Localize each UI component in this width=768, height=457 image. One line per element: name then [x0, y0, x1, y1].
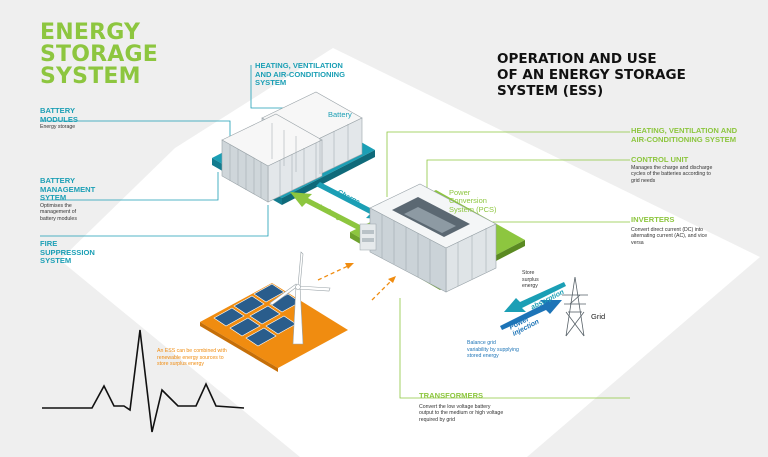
label-pcs: Power Conversion System (PCS) [449, 188, 497, 214]
solar-panels [213, 283, 301, 347]
transformers-desc-1: Convert the low voltage battery [419, 403, 491, 410]
balance-grid-line-1: Balance grid [467, 340, 496, 346]
bms-desc-1: Optimises the [40, 202, 72, 209]
battery-modules-title-2: MODULES [40, 114, 78, 124]
arrowhead-1 [345, 263, 354, 269]
inverters-desc-1: Convert direct current (DC) into [631, 226, 704, 233]
hvac-right-line-2: AIR-CONDITIONING SYSTEM [631, 134, 737, 144]
store-surplus-line-2: surplus [522, 276, 539, 283]
hvac-left-line-2: AND AIR-CONDITIONING [255, 69, 345, 79]
inverters-desc-3: versa [631, 239, 644, 246]
control-unit-title: CONTROL UNIT [631, 155, 689, 164]
title-line-1: ENERGY [40, 20, 141, 45]
label-battery: Battery [328, 110, 352, 119]
label-control-unit: CONTROL UNIT Manages the charge and disc… [631, 155, 713, 184]
heading-line-1: OPERATION AND USE [497, 51, 657, 67]
main-title: ENERGY STORAGE SYSTEM [40, 22, 158, 88]
title-line-3: SYSTEM [40, 64, 141, 89]
fire-title-3: SYSTEM [40, 256, 72, 266]
title-line-2: STORAGE [40, 42, 159, 67]
transformers-desc-2: output to the medium or high voltage [419, 410, 504, 417]
bms-desc-3: battery modules [40, 215, 77, 222]
label-balance-grid: Balance grid variability by supplying st… [467, 340, 519, 360]
label-renewables: An ESS can be combined with renewable en… [157, 348, 227, 368]
hvac-left-line-3: SYSTEM [255, 78, 287, 88]
label-hvac-right: HEATING, VENTILATION AND AIR-CONDITIONIN… [631, 126, 738, 144]
pcs-line-1: Power [449, 188, 471, 197]
transformers-title: TRANSFORMERS [419, 391, 484, 400]
label-transformers: TRANSFORMERS Convert the low voltage bat… [419, 391, 504, 423]
label-inverters: INVERTERS Convert direct current (DC) in… [631, 215, 708, 246]
label-battery-modules: BATTERY MODULES Energy storage [40, 106, 78, 131]
renewables-line-1: An ESS can be combined with [157, 348, 227, 354]
label-hvac-left: HEATING, VENTILATION AND AIR-CONDITIONIN… [255, 61, 345, 88]
battery-containers [221, 91, 363, 203]
bms-title-3: SYTEM [40, 193, 67, 203]
control-unit-desc-3: grid needs [631, 177, 656, 184]
store-surplus-line-3: energy [522, 283, 538, 290]
arrowhead-2 [388, 276, 396, 283]
label-bms: BATTERY MANAGEMENT SYTEM Optimises the m… [40, 176, 96, 223]
bms-desc-2: management of [40, 209, 77, 216]
label-grid: Grid [591, 312, 606, 321]
heartbeat-line [42, 329, 245, 433]
balance-grid-line-3: stored energy [467, 353, 499, 360]
battery-modules-desc: Energy storage [40, 124, 76, 131]
inverters-desc-2: alternating current (AC), and vice [631, 233, 708, 240]
hvac-left-line-1: HEATING, VENTILATION [255, 61, 343, 70]
transformers-desc-3: required by grid [419, 416, 456, 423]
heading-line-3: SYSTEM (ESS) [497, 83, 604, 99]
inverters-title: INVERTERS [631, 215, 675, 224]
renewables-line-3: store surplus energy [157, 361, 204, 368]
fire-title-1: FIRE [40, 239, 58, 248]
pcs-building [359, 183, 497, 293]
balance-grid-line-2: variability by supplying [467, 346, 519, 353]
label-store-surplus: Store surplus energy [522, 270, 539, 290]
renewables-line-2: renewable energy sources to [157, 354, 224, 361]
grid-arrows [500, 282, 566, 330]
fire-title-2: SUPPRESSION [40, 247, 95, 257]
bms-title-1: BATTERY [40, 176, 76, 185]
control-unit-desc-1: Manages the charge and discharge [631, 164, 713, 171]
heading-line-2: OF AN ENERGY STORAGE [497, 67, 686, 83]
renewable-arrows [317, 265, 393, 301]
diagram-heading: OPERATION AND USE OF AN ENERGY STORAGE S… [497, 51, 686, 99]
wind-turbine [269, 251, 331, 345]
label-fire-suppression: FIRE SUPPRESSION SYSTEM [40, 239, 95, 266]
hvac-right-line-1: HEATING, VENTILATION AND [631, 126, 738, 135]
control-unit-desc-2: cycles of the batteries according to [631, 171, 711, 178]
bms-title-2: MANAGEMENT [40, 184, 96, 194]
pcs-line-2: Conversion [449, 196, 487, 206]
pcs-line-3: System (PCS) [449, 204, 497, 214]
grid-pylon [562, 276, 588, 337]
battery-modules-title-1: BATTERY [40, 106, 76, 115]
store-surplus-line-1: Store [522, 270, 535, 276]
